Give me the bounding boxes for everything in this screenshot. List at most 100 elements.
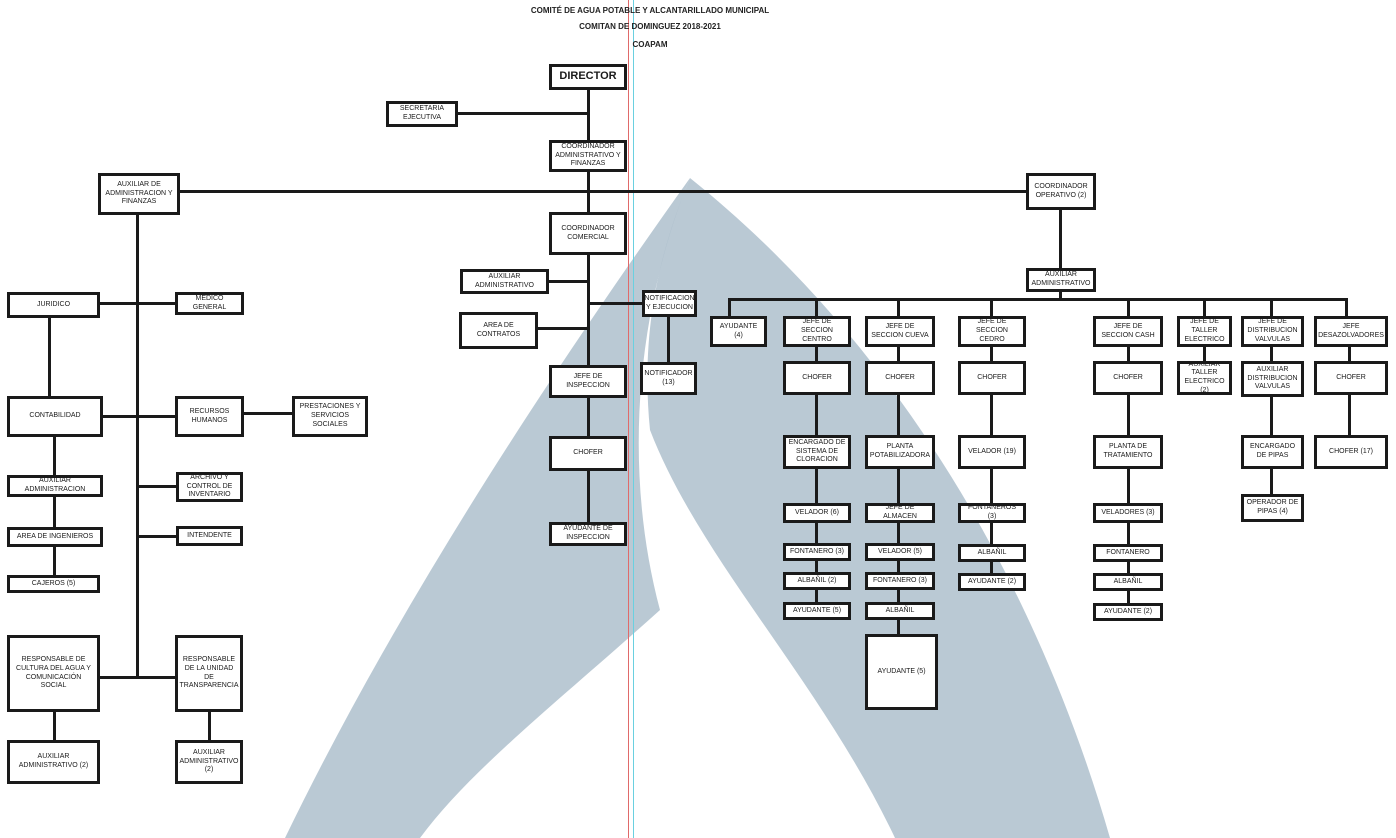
edge (180, 190, 1026, 193)
edge (244, 412, 292, 415)
edge (1203, 298, 1206, 316)
cueva-velador-box[interactable]: VELADOR (5) (865, 543, 935, 561)
edge (48, 318, 51, 396)
responsable-cultura-box[interactable]: RESPONSABLE DE CULTURA DEL AGUA Y COMUNI… (7, 635, 100, 712)
chofer-inspeccion-box[interactable]: CHOFER (549, 436, 627, 471)
cash-veladores-box[interactable]: VELADORES (3) (1093, 503, 1163, 523)
edge (897, 561, 900, 572)
auxiliar-administracion-finanzas-box[interactable]: AUXILIAR DE ADMINISTRACION Y FINANZAS (98, 173, 180, 215)
area-contratos-box[interactable]: AREA DE CONTRATOS (459, 312, 538, 349)
secretaria-ejecutiva-box[interactable]: SECRETARIA EJECUTIVA (386, 101, 458, 127)
edge (458, 112, 589, 115)
cash-ayudante-box[interactable]: AYUDANTE (2) (1093, 603, 1163, 621)
edge (1127, 523, 1130, 544)
edge (136, 215, 139, 678)
coordinador-comercial-box[interactable]: COORDINADOR COMERCIAL (549, 212, 627, 255)
cueva-chofer-box[interactable]: CHOFER (865, 361, 935, 395)
archivo-inventario-box[interactable]: ARCHIVO Y CONTROL DE INVENTARIO (176, 472, 243, 502)
cajeros-box[interactable]: CAJEROS (5) (7, 575, 100, 593)
edge (897, 298, 900, 316)
cash-planta-tratamiento-box[interactable]: PLANTA DE TRATAMIENTO (1093, 435, 1163, 469)
area-ingenieros-box[interactable]: AREA DE INGENIEROS (7, 527, 103, 547)
edge (587, 398, 590, 436)
distribucion-auxiliar-box[interactable]: AUXILIAR DISTRIBUCION VALVULAS (1241, 361, 1304, 397)
cedro-fontaneros-box[interactable]: FONTANEROS (3) (958, 503, 1026, 523)
notificacion-ejecucion-box[interactable]: NOTIFICACION Y EJECUCION (642, 290, 697, 317)
jefe-distribucion-valvulas-box[interactable]: JEFE DE DISTRIBUCION VALVULAS (1241, 316, 1304, 347)
cash-chofer-box[interactable]: CHOFER (1093, 361, 1163, 395)
distribucion-operador-pipas-box[interactable]: OPERADOR DE PIPAS (4) (1241, 494, 1304, 522)
edge (815, 523, 818, 543)
notificador-box[interactable]: NOTIFICADOR (13) (640, 362, 697, 395)
edge (897, 395, 900, 435)
edge (1203, 347, 1206, 361)
edge (1059, 210, 1062, 268)
responsable-transparencia-box[interactable]: RESPONSABLE DE LA UNIDAD DE TRANSPARENCI… (175, 635, 243, 712)
cash-albanil-box[interactable]: ALBAÑIL (1093, 573, 1163, 591)
edge (990, 562, 993, 573)
header-title: COMITÉ DE AGUA POTABLE Y ALCANTARILLADO … (530, 6, 770, 15)
jefe-desazolvadores-box[interactable]: JEFE DESAZOLVADORES (1314, 316, 1388, 347)
edge (1348, 347, 1351, 361)
desazolve-chofer-box[interactable]: CHOFER (1314, 361, 1388, 395)
edge (589, 302, 642, 305)
edge (815, 469, 818, 503)
distribucion-encargado-pipas-box[interactable]: ENCARGADO DE PIPAS (1241, 435, 1304, 469)
centro-fontanero-box[interactable]: FONTANERO (3) (783, 543, 851, 561)
edge (897, 590, 900, 602)
juridico-box[interactable]: JURIDICO (7, 292, 100, 318)
centro-chofer-box[interactable]: CHOFER (783, 361, 851, 395)
prestaciones-servicios-box[interactable]: PRESTACIONES Y SERVICIOS SOCIALES (292, 396, 368, 437)
edge (1127, 347, 1130, 361)
recursos-humanos-box[interactable]: RECURSOS HUMANOS (175, 396, 244, 437)
edge (53, 497, 56, 527)
cedro-ayudante-box[interactable]: AYUDANTE (2) (958, 573, 1026, 591)
centro-velador-box[interactable]: VELADOR (6) (783, 503, 851, 523)
director-box[interactable]: DIRECTOR (549, 64, 627, 90)
edge (1127, 591, 1130, 603)
centro-albanil-box[interactable]: ALBAÑIL (2) (783, 572, 851, 590)
cueva-jefe-almacen-box[interactable]: JEFE DE ALMACEN (865, 503, 935, 523)
jefe-seccion-cash-box[interactable]: JEFE DE SECCION CASH (1093, 316, 1163, 347)
auxiliar-administracion-box[interactable]: AUXILIAR ADMINISTRACION (7, 475, 103, 497)
medico-general-box[interactable]: MEDICO GENERAL (175, 292, 244, 315)
ayudante-inspeccion-box[interactable]: AYUDANTE DE INSPECCION (549, 522, 627, 546)
cueva-fontanero-box[interactable]: FONTANERO (3) (865, 572, 935, 590)
edge (990, 298, 993, 316)
jefe-inspeccion-box[interactable]: JEFE DE INSPECCION (549, 365, 627, 398)
jefe-taller-electrico-box[interactable]: JEFE DE TALLER ELECTRICO (1177, 316, 1232, 347)
contabilidad-box[interactable]: CONTABILIDAD (7, 396, 103, 437)
edge (1270, 469, 1273, 494)
coordinador-administrativo-box[interactable]: COORDINADOR ADMINISTRATIVO Y FINANZAS (549, 140, 627, 172)
edge (549, 280, 589, 283)
cueva-ayudante-box[interactable]: AYUDANTE (5) (865, 634, 938, 710)
edge (53, 547, 56, 575)
cedro-albanil-box[interactable]: ALBAÑIL (958, 544, 1026, 562)
cedro-chofer-box[interactable]: CHOFER (958, 361, 1026, 395)
auxiliar-administrativo-cultura-box[interactable]: AUXILIAR ADMINISTRATIVO (2) (7, 740, 100, 784)
edge (1127, 562, 1130, 573)
auxiliar-administrativo-transparencia-box[interactable]: AUXILIAR ADMINISTRATIVO (2) (175, 740, 243, 784)
cash-fontanero-box[interactable]: FONTANERO (1093, 544, 1163, 562)
edge (990, 523, 993, 544)
edge (1270, 397, 1273, 435)
centro-encargado-cloracion-box[interactable]: ENCARGADO DE SISTEMA DE CLORACION (783, 435, 851, 469)
edge (815, 395, 818, 435)
cedro-velador-box[interactable]: VELADOR (19) (958, 435, 1026, 469)
edge (897, 620, 900, 634)
edge (990, 395, 993, 435)
auxiliar-administrativo-operativo-box[interactable]: AUXILIAR ADMINISTRATIVO (1026, 268, 1096, 292)
jefe-seccion-centro-box[interactable]: JEFE DE SECCION CENTRO (783, 316, 851, 347)
cueva-planta-potabilizadora-box[interactable]: PLANTA POTABILIZADORA (865, 435, 935, 469)
desazolve-chofer-17-box[interactable]: CHOFER (17) (1314, 435, 1388, 469)
auxiliar-administrativo-comercial-box[interactable]: AUXILIAR ADMINISTRATIVO (460, 269, 549, 294)
cueva-albanil-box[interactable]: ALBAÑIL (865, 602, 935, 620)
intendente-box[interactable]: INTENDENTE (176, 526, 243, 546)
jefe-seccion-cueva-box[interactable]: JEFE DE SECCION CUEVA (865, 316, 935, 347)
taller-auxiliar-box[interactable]: AUXILIAR TALLER ELECTRICO (2) (1177, 361, 1232, 395)
jefe-seccion-cedro-box[interactable]: JEFE DE SECCION CEDRO (958, 316, 1026, 347)
edge (815, 298, 818, 316)
coordinador-operativo-box[interactable]: COORDINADOR OPERATIVO (2) (1026, 173, 1096, 210)
ayudante-4-box[interactable]: AYUDANTE (4) (710, 316, 767, 347)
centro-ayudante-box[interactable]: AYUDANTE (5) (783, 602, 851, 620)
